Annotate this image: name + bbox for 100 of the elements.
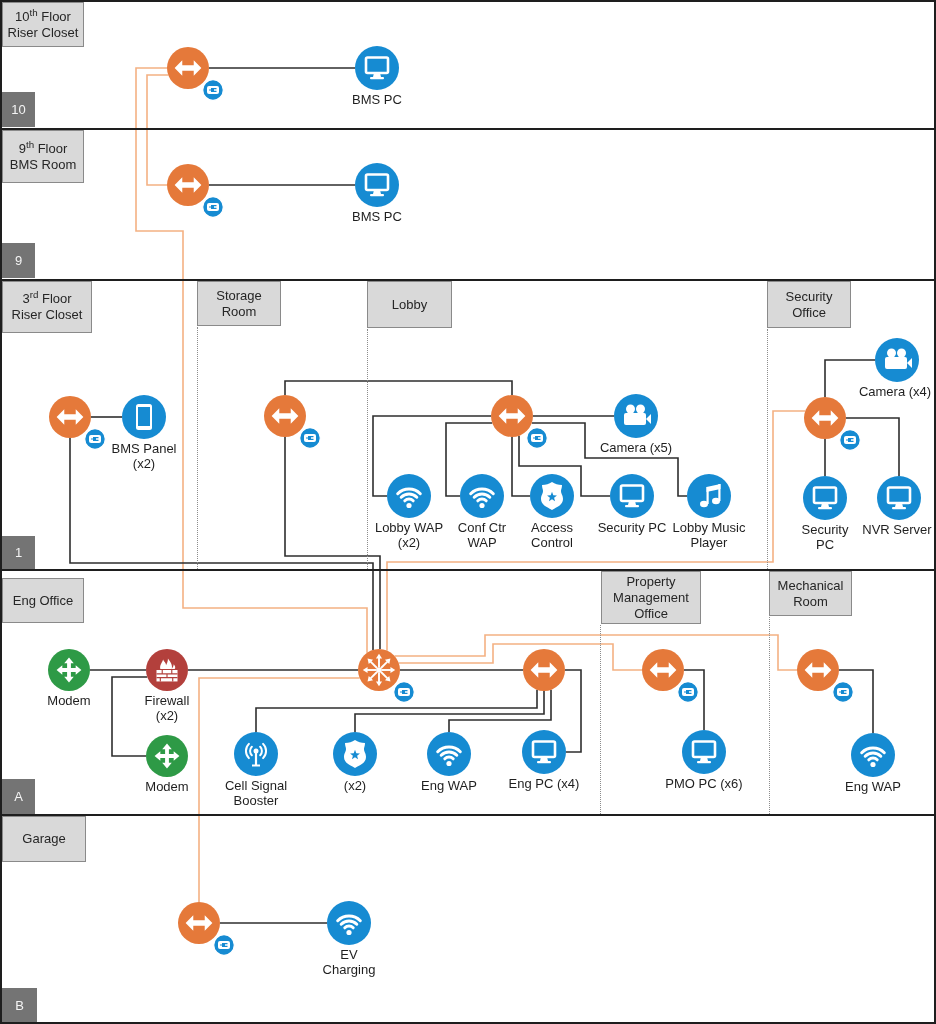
room-label: Property Management Office bbox=[601, 571, 701, 624]
cable-line bbox=[146, 74, 169, 186]
device-label: EV Charging bbox=[321, 947, 377, 977]
room-label: Security Office bbox=[767, 281, 851, 328]
floor-number: 1 bbox=[2, 536, 35, 569]
cable-line bbox=[838, 669, 874, 734]
network-switch-icon bbox=[804, 397, 846, 439]
wifi-icon bbox=[460, 474, 504, 518]
room-label: 10$^{th}$ Floor Riser Closet bbox=[2, 2, 84, 47]
monitor-icon bbox=[355, 46, 399, 90]
cable-line bbox=[532, 415, 615, 417]
cable-line bbox=[69, 437, 374, 651]
cable-line bbox=[399, 669, 524, 671]
cable-line bbox=[824, 438, 826, 477]
floor-band bbox=[0, 279, 936, 571]
police-badge-icon bbox=[530, 474, 574, 518]
cable-line bbox=[683, 669, 705, 731]
core-switch-icon bbox=[358, 649, 400, 691]
cable-line bbox=[393, 634, 798, 671]
device-label: Camera (x4) bbox=[858, 384, 932, 399]
video-camera-icon bbox=[614, 394, 658, 438]
wifi-icon bbox=[427, 732, 471, 776]
police-badge-icon bbox=[333, 732, 377, 776]
firewall-icon bbox=[146, 649, 188, 691]
floor-number: A bbox=[2, 779, 35, 814]
cable-line bbox=[219, 922, 328, 924]
cable-line bbox=[90, 416, 123, 418]
device-label: Modem bbox=[47, 693, 91, 708]
cable-line bbox=[518, 435, 611, 497]
network-switch-icon bbox=[178, 902, 220, 944]
device-label: Lobby WAP (x2) bbox=[373, 520, 445, 550]
floor-band bbox=[0, 814, 936, 1024]
device-label: Lobby Music Player bbox=[671, 520, 747, 550]
device-label: BMS PC bbox=[352, 209, 402, 224]
cable-line bbox=[372, 415, 492, 497]
wifi-icon bbox=[387, 474, 431, 518]
device-label: PMO PC (x6) bbox=[665, 776, 743, 791]
cable-line bbox=[89, 669, 147, 671]
cable-line bbox=[448, 689, 552, 733]
network-switch-icon bbox=[49, 396, 91, 438]
cable-line bbox=[198, 677, 361, 903]
cable-line bbox=[284, 436, 381, 650]
device-label: Security PC bbox=[597, 520, 667, 535]
cable-line bbox=[208, 184, 356, 186]
room-label: Eng Office bbox=[2, 578, 84, 623]
monitor-icon bbox=[877, 476, 921, 520]
floor-band bbox=[0, 569, 936, 816]
cable-line bbox=[354, 690, 545, 733]
device-label: Cell Signal Booster bbox=[223, 778, 289, 808]
floor-number: 10 bbox=[2, 92, 35, 127]
router-icon bbox=[146, 735, 188, 777]
network-switch-icon bbox=[523, 649, 565, 691]
cable-line bbox=[511, 436, 531, 497]
device-label: Conf Ctr WAP bbox=[456, 520, 508, 550]
room-label: 3$^{rd}$ Floor Riser Closet bbox=[2, 281, 92, 333]
network-switch-icon bbox=[491, 395, 533, 437]
room-label: 9$^{th}$ Floor BMS Room bbox=[2, 130, 84, 183]
device-label: Modem bbox=[145, 779, 189, 794]
cable-line bbox=[208, 67, 356, 69]
floor-band bbox=[0, 128, 936, 281]
cable-line bbox=[135, 67, 368, 654]
device-label: NVR Server bbox=[862, 522, 932, 537]
monitor-icon bbox=[610, 474, 654, 518]
network-switch-icon bbox=[167, 47, 209, 89]
cable-line bbox=[111, 676, 148, 757]
cable-line bbox=[398, 643, 643, 671]
device-label: Security PC bbox=[800, 522, 850, 552]
wifi-icon bbox=[327, 901, 371, 945]
room-label: Storage Room bbox=[197, 281, 281, 326]
network-switch-icon bbox=[264, 395, 306, 437]
device-label: Eng WAP bbox=[845, 779, 901, 794]
cable-line bbox=[445, 422, 493, 497]
cable-line bbox=[187, 669, 359, 671]
tablet-icon bbox=[122, 395, 166, 439]
device-label: BMS Panel (x2) bbox=[110, 441, 178, 471]
floor-number: B bbox=[2, 988, 37, 1022]
monitor-icon bbox=[682, 730, 726, 774]
monitor-icon bbox=[522, 730, 566, 774]
cable-line bbox=[564, 669, 582, 753]
video-camera-icon bbox=[875, 338, 919, 382]
device-label: Eng WAP bbox=[421, 778, 477, 793]
cable-line bbox=[845, 417, 900, 477]
monitor-icon bbox=[803, 476, 847, 520]
floor-band bbox=[0, 0, 936, 130]
network-switch-icon bbox=[797, 649, 839, 691]
device-label: (x2) bbox=[343, 778, 367, 793]
device-label: Firewall (x2) bbox=[143, 693, 191, 723]
floor-number: 9 bbox=[2, 243, 35, 278]
cable-line bbox=[284, 380, 513, 396]
antenna-icon bbox=[234, 732, 278, 776]
device-label: Eng PC (x4) bbox=[508, 776, 580, 791]
cable-line bbox=[531, 422, 688, 497]
room-label: Garage bbox=[2, 816, 86, 862]
device-label: Camera (x5) bbox=[599, 440, 673, 455]
network-switch-icon bbox=[642, 649, 684, 691]
device-label: Access Control bbox=[530, 520, 574, 550]
cable-line bbox=[255, 689, 538, 733]
router-icon bbox=[48, 649, 90, 691]
monitor-icon bbox=[355, 163, 399, 207]
cable-line bbox=[824, 359, 876, 398]
